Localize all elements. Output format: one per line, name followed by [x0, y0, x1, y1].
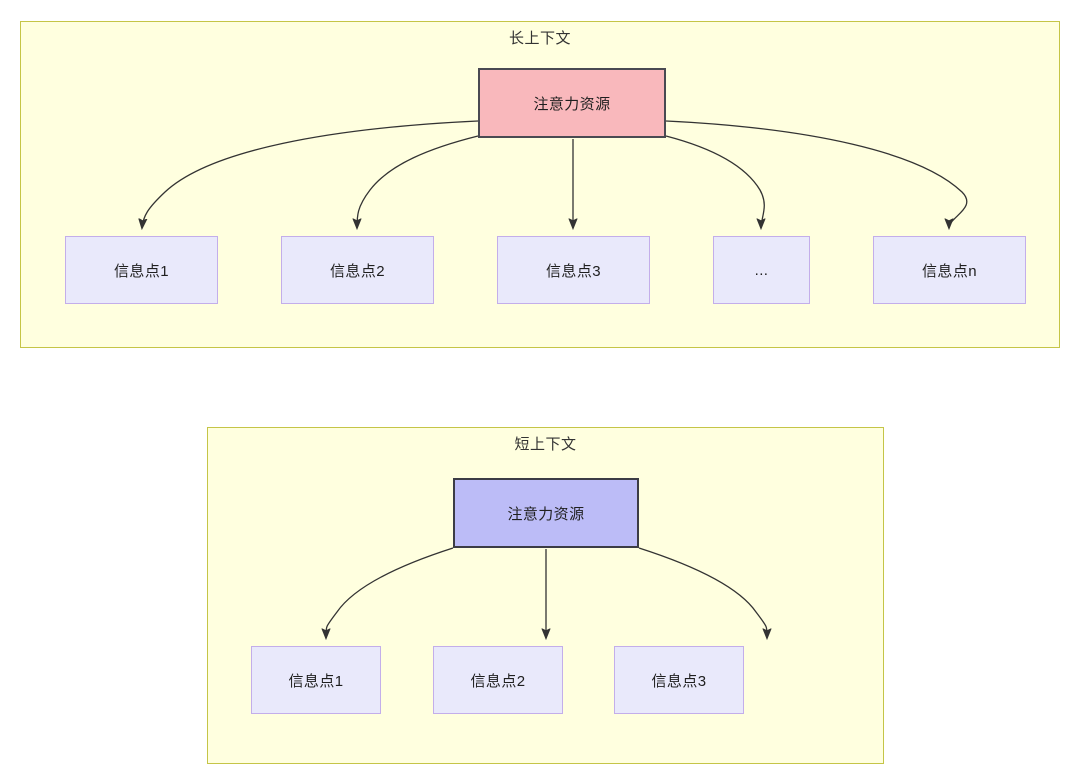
node-label: 信息点1: [114, 262, 169, 280]
node-label: ...: [754, 261, 769, 279]
node-label: 信息点1: [288, 672, 344, 690]
node-info-point-n-long[interactable]: 信息点n: [873, 236, 1026, 304]
subgraph-long-context-title: 长上下文: [508, 30, 571, 47]
node-attention-resource-short[interactable]: 注意力资源: [453, 478, 639, 548]
node-label: 注意力资源: [507, 505, 585, 523]
node-label: 信息点2: [330, 262, 385, 280]
node-info-point-3-long[interactable]: 信息点3: [497, 236, 650, 304]
node-label: 信息点3: [651, 672, 707, 690]
node-info-point-ellipsis-long[interactable]: ...: [713, 236, 810, 304]
node-label: 信息点2: [470, 672, 526, 690]
node-info-point-3-short[interactable]: 信息点3: [614, 646, 744, 714]
node-label: 信息点3: [546, 262, 601, 280]
node-label: 注意力资源: [533, 95, 611, 113]
node-label: 信息点n: [922, 262, 977, 280]
node-info-point-1-short[interactable]: 信息点1: [251, 646, 381, 714]
node-attention-resource-long[interactable]: 注意力资源: [478, 68, 666, 138]
node-info-point-2-long[interactable]: 信息点2: [281, 236, 434, 304]
node-info-point-2-short[interactable]: 信息点2: [433, 646, 563, 714]
subgraph-short-context-title: 短上下文: [514, 436, 577, 453]
node-info-point-1-long[interactable]: 信息点1: [65, 236, 218, 304]
